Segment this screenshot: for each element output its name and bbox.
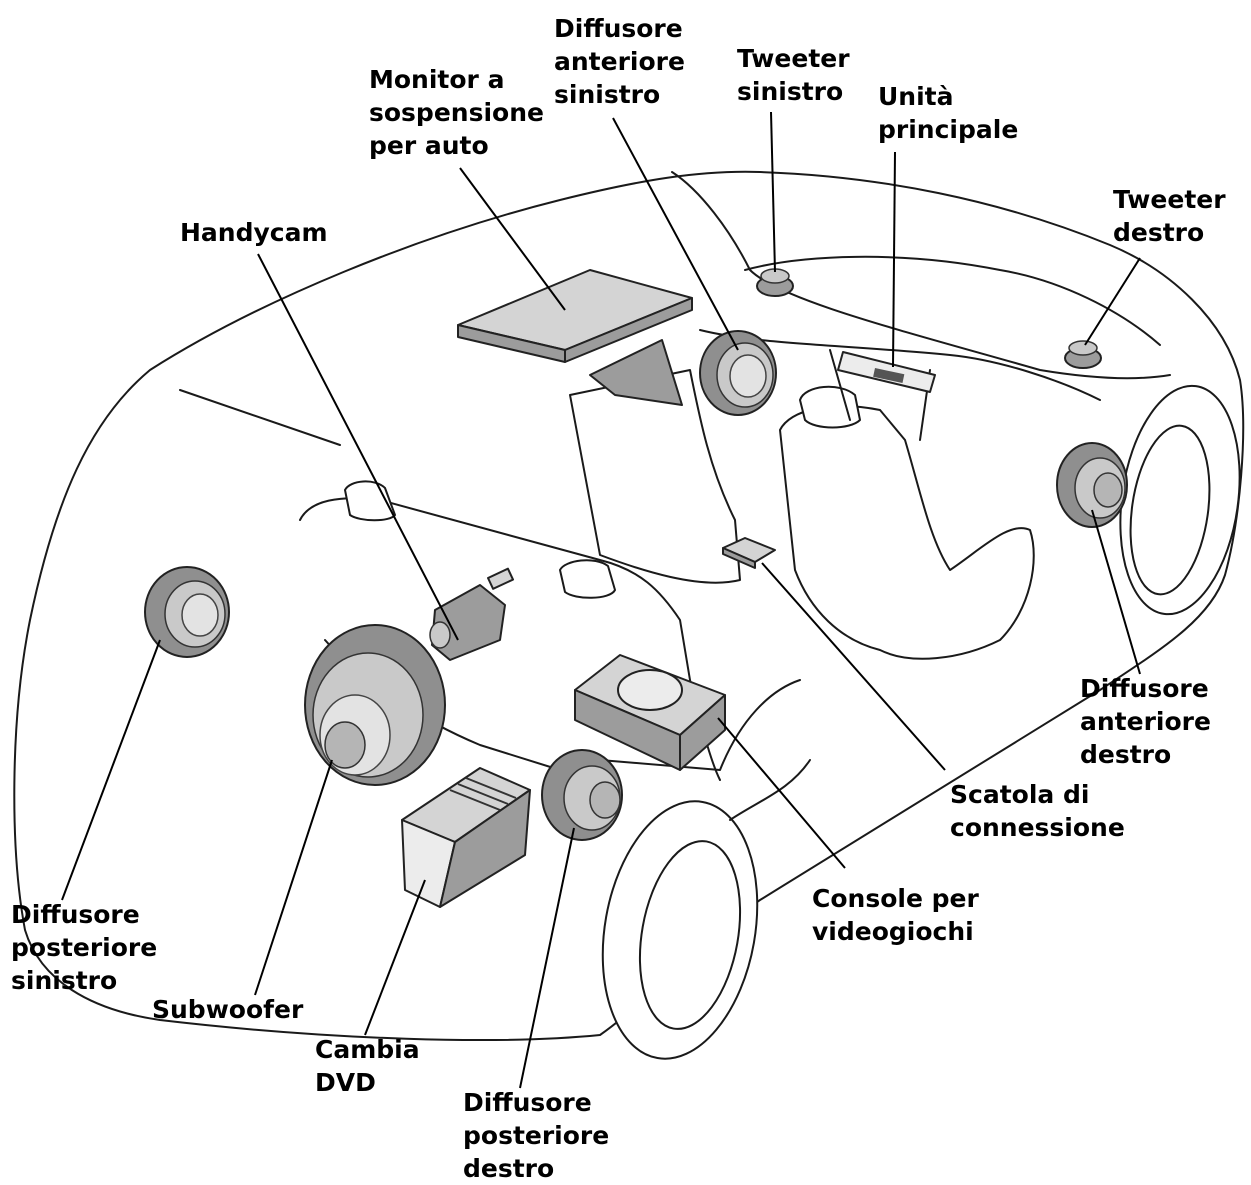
leader-tweeter-left <box>770 111 776 273</box>
leader-rear-left <box>61 639 161 901</box>
leader-dvd-changer <box>364 879 426 1036</box>
subwoofer-icon <box>304 624 446 786</box>
junction-box-icon <box>722 537 776 569</box>
label-tweeter-left: Tweeter sinistro <box>737 44 850 106</box>
leader-junction-box <box>761 562 946 771</box>
leader-front-right <box>1091 509 1141 675</box>
leader-lines <box>61 111 1141 1089</box>
label-tweeter-right: Tweeter destro <box>1113 185 1226 247</box>
label-subwoofer: Subwoofer <box>152 995 304 1024</box>
label-dvd-changer: Cambia DVD <box>315 1035 420 1097</box>
label-junction-box: Scatola di connessione <box>950 780 1125 842</box>
leader-tweeter-right <box>1084 257 1141 346</box>
label-handycam: Handycam <box>180 218 328 247</box>
rear-left-speaker-icon <box>144 566 230 658</box>
leader-head-unit <box>892 151 896 368</box>
leader-rear-right <box>519 827 575 1089</box>
roof-monitor-icon <box>457 269 693 406</box>
head-unit-icon <box>837 351 936 393</box>
leader-monitor <box>459 167 566 311</box>
leader-front-left <box>612 117 739 351</box>
leader-handycam <box>257 253 459 641</box>
leader-game-console <box>717 717 846 869</box>
handycam-icon <box>429 567 515 661</box>
tweeter-right-icon <box>1064 340 1102 369</box>
leader-subwoofer <box>254 759 333 996</box>
label-head-unit: Unità principale <box>878 82 1019 144</box>
label-front-left-speaker: Diffusore anteriore sinistro <box>554 14 685 109</box>
dvd-changer-icon <box>401 767 531 908</box>
front-right-speaker-icon <box>1056 442 1128 528</box>
game-console-icon <box>574 654 726 771</box>
rear-right-speaker-icon <box>541 749 623 841</box>
label-roof-monitor: Monitor a sospensione per auto <box>369 65 544 160</box>
label-game-console: Console per videogiochi <box>812 884 979 946</box>
car-body <box>13 170 1245 1060</box>
front-left-speaker-icon <box>699 330 777 416</box>
label-rear-right-speaker: Diffusore posteriore destro <box>463 1088 610 1183</box>
label-rear-left-speaker: Diffusore posteriore sinistro <box>11 900 158 995</box>
label-front-right-speaker: Diffusore anteriore destro <box>1080 674 1211 769</box>
tweeter-left-icon <box>756 268 794 297</box>
